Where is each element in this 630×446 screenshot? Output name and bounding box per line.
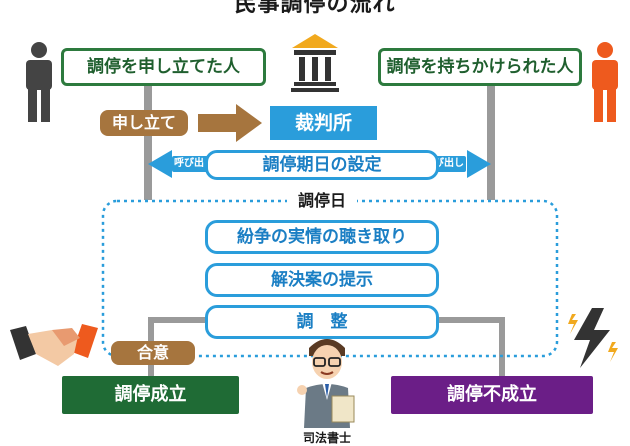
step-adjustment: 調 整: [205, 305, 439, 339]
step-proposal: 解決案の提示: [205, 263, 439, 297]
petitioner-box: 調停を申し立てた人: [61, 48, 266, 86]
court-box: 裁判所: [270, 106, 377, 140]
courthouse-icon: [291, 34, 339, 92]
agreement-label: 合意: [111, 341, 195, 365]
filing-arrow: [198, 104, 262, 142]
person-icon: [26, 42, 52, 122]
handshake-icon: [10, 324, 98, 366]
failure-connector: [438, 317, 505, 380]
failure-box: 調停不成立: [391, 376, 593, 414]
judicial-scrivener-icon: [297, 339, 355, 428]
judge-label: 司法書士: [302, 431, 351, 445]
session-day-label: 調停日: [287, 190, 357, 212]
filing-label: 申し立て: [100, 110, 188, 136]
summons-arrow-right: [467, 150, 491, 178]
page-title: 民事調停の流れ: [234, 0, 396, 17]
success-box: 調停成立: [62, 376, 239, 414]
summons-arrow-left: [148, 150, 172, 178]
lightning-icon: [568, 308, 618, 368]
respondent-box: 調停を持ちかけられた人: [378, 48, 582, 86]
schedule-setting: 調停期日の設定: [205, 150, 439, 180]
step-hearing: 紛争の実情の聴き取り: [205, 220, 439, 254]
person-icon: [592, 42, 618, 122]
